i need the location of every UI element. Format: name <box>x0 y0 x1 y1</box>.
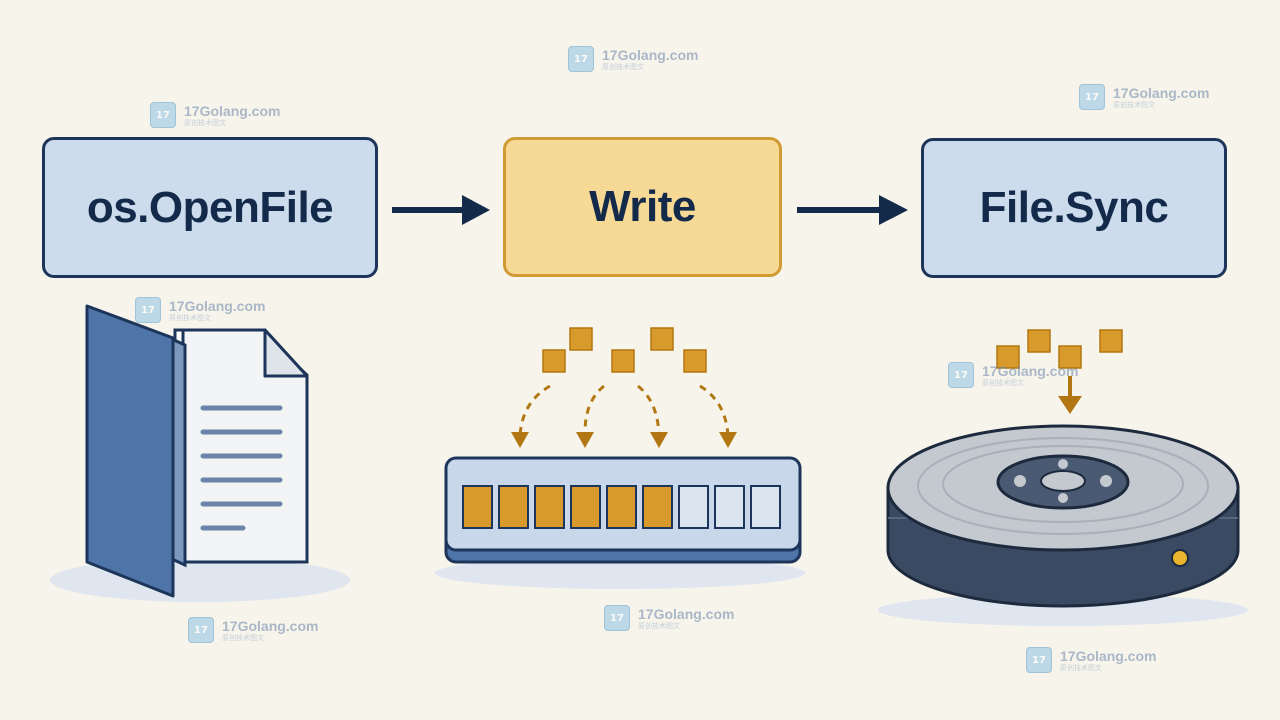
17golang-logo-icon: 17 <box>568 46 594 72</box>
open-file-document-icon <box>50 304 350 602</box>
17golang-logo-icon: 17 <box>1079 84 1105 110</box>
disk-drive-icon <box>878 329 1248 626</box>
17golang-logo-icon: 17 <box>604 605 630 631</box>
17golang-logo-icon: 17 <box>188 617 214 643</box>
step-box-write: Write <box>503 137 782 277</box>
step-label-sync: File.Sync <box>979 183 1169 232</box>
17golang-logo-icon: 17 <box>1026 647 1052 673</box>
step-label-write: Write <box>589 182 696 231</box>
17golang-logo-icon: 17 <box>135 297 161 323</box>
write-buffer-icon <box>435 327 805 589</box>
17golang-logo-icon: 17 <box>948 362 974 388</box>
arrow-right-icon <box>392 195 490 225</box>
step-box-openfile: os.OpenFile <box>42 137 378 278</box>
17golang-logo-icon: 17 <box>150 102 176 128</box>
arrow-right-icon <box>797 195 908 225</box>
buffer-slots <box>462 485 781 529</box>
step-box-sync: File.Sync <box>921 138 1227 278</box>
step-label-openfile: os.OpenFile <box>86 182 334 232</box>
